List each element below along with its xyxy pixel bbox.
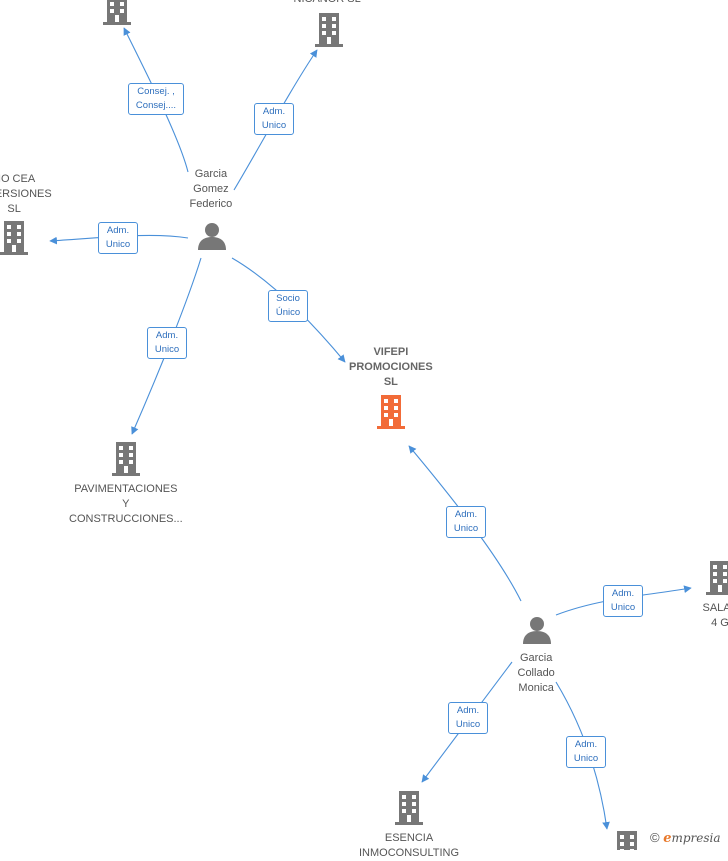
edge-badge-text: Único xyxy=(273,306,303,320)
company-label-top-mid: NICANOR SL xyxy=(294,0,361,7)
edge-badge-text: Unico xyxy=(608,601,638,615)
edge-badge-gg-topleft[interactable]: Consej. ,Consej.... xyxy=(128,83,184,115)
edge-badge-gg-left[interactable]: Adm.Unico xyxy=(98,222,138,254)
company-label-left: NO CEAINVERSIONESSL xyxy=(0,172,52,217)
person-label-garcia-collado-line: Collado xyxy=(518,666,555,681)
company-label-salazar: SALAZ4 G xyxy=(703,601,728,631)
edge-badge-gc-salazar[interactable]: Adm.Unico xyxy=(603,585,643,617)
person-label-garcia-collado-line: Monica xyxy=(518,681,555,696)
company-label-paviment-line: Y xyxy=(69,497,183,512)
edge-badge-text: Adm. xyxy=(103,224,133,238)
brand-name: mpresia xyxy=(672,831,721,845)
edge-badge-gg-paviment[interactable]: Adm.Unico xyxy=(147,327,187,359)
edge-badge-gg-topmid[interactable]: Adm.Unico xyxy=(254,103,294,135)
edge-badge-gc-esencia[interactable]: Adm.Unico xyxy=(448,702,488,734)
edge-badge-text: Consej.... xyxy=(133,99,179,113)
brand-watermark: © empresia xyxy=(650,830,721,846)
company-label-left-line: INVERSIONES xyxy=(0,187,52,202)
edge-badge-text: Socio xyxy=(273,292,303,306)
edge-badge-text: Unico xyxy=(259,119,289,133)
edge-badge-text: Unico xyxy=(152,343,182,357)
edge-badge-text: Unico xyxy=(451,522,481,536)
edge-badge-text: Adm. xyxy=(453,704,483,718)
company-label-left-line: NO CEA xyxy=(0,172,52,187)
building-icon-top-left[interactable] xyxy=(103,0,131,25)
company-label-center-line: SL xyxy=(349,375,433,390)
building-icon-paviment[interactable] xyxy=(112,442,140,476)
company-label-esencia-line: ESENCIA xyxy=(359,831,459,846)
edge-badge-text: Consej. , xyxy=(133,85,179,99)
building-icon-salazar[interactable] xyxy=(706,561,728,595)
edge-badge-gc-bottomright[interactable]: Adm.Unico xyxy=(566,736,606,768)
company-label-salazar-line: 4 G xyxy=(703,616,728,631)
edge-badge-text: Unico xyxy=(453,718,483,732)
person-icon-garcia-collado[interactable] xyxy=(523,617,551,644)
person-icon-garcia-gomez[interactable] xyxy=(198,223,226,250)
building-icon-top-mid[interactable] xyxy=(315,13,343,47)
company-label-center-line: VIFEPI xyxy=(349,345,433,360)
edge-badge-text: Adm. xyxy=(259,105,289,119)
person-label-garcia-gomez-line: Garcia xyxy=(190,167,233,182)
edge-badge-text: Adm. xyxy=(152,329,182,343)
person-label-garcia-gomez-line: Federico xyxy=(190,197,233,212)
building-icon-left[interactable] xyxy=(0,221,28,255)
edges-layer xyxy=(50,28,691,829)
brand-initial: e xyxy=(663,831,671,846)
building-icon-esencia[interactable] xyxy=(395,791,423,825)
edge-badge-text: Unico xyxy=(103,238,133,252)
edge-badge-text: Adm. xyxy=(608,587,638,601)
copyright-icon: © xyxy=(650,830,660,845)
edge-badge-text: Adm. xyxy=(451,508,481,522)
company-label-center-line: PROMOCIONES xyxy=(349,360,433,375)
building-icon-center[interactable] xyxy=(377,395,405,429)
edge-badge-text: Unico xyxy=(571,752,601,766)
building-icon-bottom-right[interactable] xyxy=(613,831,641,850)
person-label-garcia-collado-line: Garcia xyxy=(518,651,555,666)
company-label-paviment-line: CONSTRUCCIONES... xyxy=(69,512,183,527)
company-label-esencia-line: INMOCONSULTING xyxy=(359,846,459,861)
company-label-paviment-line: PAVIMENTACIONES xyxy=(69,482,183,497)
company-label-top-mid-line: NICANOR SL xyxy=(294,0,361,7)
company-label-left-line: SL xyxy=(0,202,52,217)
edge-badge-text: Adm. xyxy=(571,738,601,752)
person-label-garcia-gomez-line: Gomez xyxy=(190,182,233,197)
company-label-salazar-line: SALAZ xyxy=(703,601,728,616)
edge-badge-gc-center[interactable]: Adm.Unico xyxy=(446,506,486,538)
